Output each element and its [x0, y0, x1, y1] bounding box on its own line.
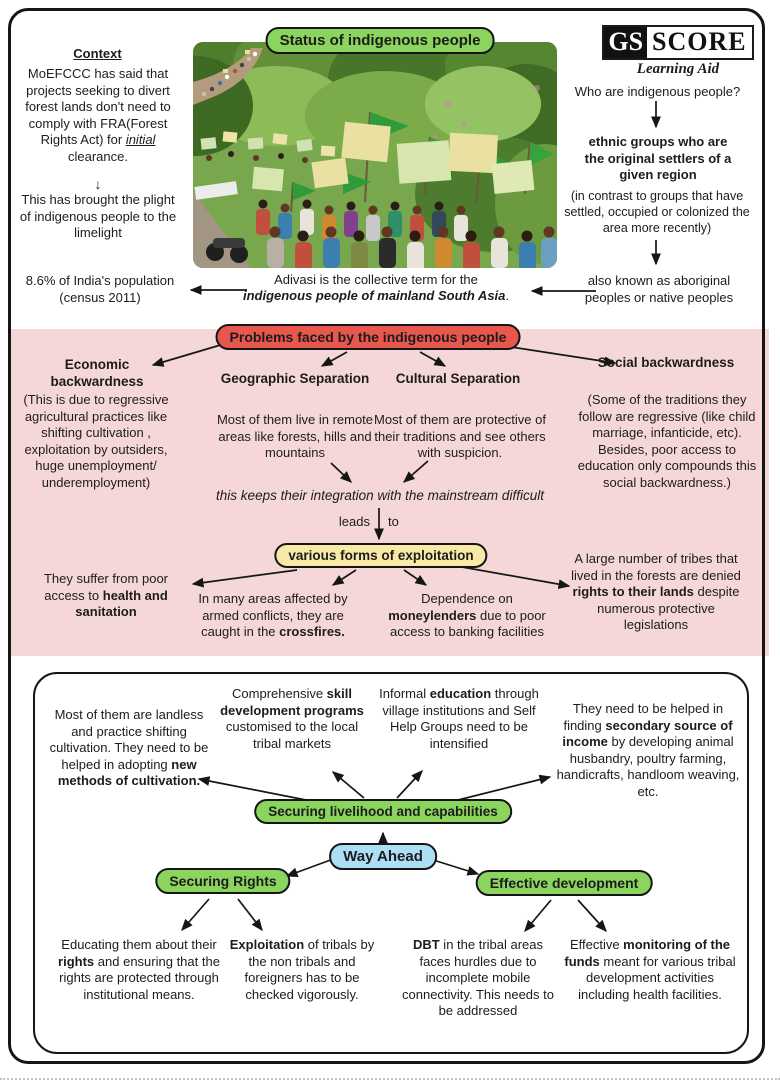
integration-note: this keeps their integration with the ma…: [216, 488, 544, 503]
context-body: MoEFCCC has said that projects seeking t…: [25, 66, 171, 164]
who-question: Who are indigenous people?: [574, 84, 741, 99]
protest-march-illustration: [193, 42, 557, 268]
who-aka: also known as aboriginal peoples or nati…: [584, 273, 734, 305]
problems-column-title-social: Social backwardness: [597, 355, 735, 370]
logo-tagline: Learning Aid: [636, 60, 720, 77]
livelihood-badge: Securing livelihood and capabilities: [254, 799, 512, 824]
population-stat: 8.6% of India's population (census 2011): [25, 273, 175, 305]
exploitation-item-land-rights: A large number of tribes that lived in t…: [571, 551, 741, 632]
securing-rights-badge: Securing Rights: [155, 868, 291, 894]
problems-column-body-cultural: Most of them are protective of their tra…: [374, 412, 546, 460]
context-heading: Context: [73, 46, 122, 61]
way-ahead-badge: Way Ahead: [329, 843, 437, 870]
leads-label: leads: [338, 514, 370, 529]
to-label: to: [388, 514, 399, 529]
logo-gs-text: GS: [604, 27, 648, 58]
problems-column-title-geographic: Geographic Separation: [220, 371, 370, 386]
exploitation-item-conflict: In many areas affected by armed conflict…: [198, 591, 348, 639]
development-item-monitoring: Effective monitoring of the funds meant …: [564, 937, 736, 1002]
problems-column-body-geographic: Most of them live in remote areas like f…: [216, 412, 374, 460]
protest-march-photo: [193, 42, 557, 268]
problems-column-title-cultural: Cultural Separation: [395, 371, 521, 386]
livelihood-item-skill: Comprehensive skill development programs…: [220, 686, 364, 751]
rights-item-exploitation: Exploitation of tribals by the non triba…: [229, 937, 375, 1002]
page-bottom-edge: [0, 1078, 780, 1080]
livelihood-item-education: Informal education through village insti…: [379, 686, 539, 751]
problems-column-title-economic: Economic backwardness: [50, 357, 144, 390]
exploitation-item-health: They suffer from poor access to health a…: [43, 571, 169, 619]
problems-section-background: [11, 329, 769, 656]
problems-badge: Problems faced by the indigenous people: [215, 324, 521, 350]
way-ahead-section-box: [33, 672, 749, 1054]
context-body2: This has brought the plight of indigenou…: [19, 192, 177, 240]
effective-development-badge: Effective development: [475, 870, 653, 896]
photo-caption-line1: Adivasi is the collective term for the: [274, 272, 478, 287]
exploitation-item-moneylenders: Dependence on moneylenders due to poor a…: [388, 591, 546, 639]
development-item-dbt: DBT in the tribal areas faces hurdles du…: [402, 937, 554, 1018]
who-definition: ethnic groups who are the original settl…: [584, 134, 732, 182]
logo-score-text: SCORE: [652, 27, 747, 56]
problems-column-body-social: (Some of the traditions they follow are …: [577, 392, 757, 490]
problems-column-body-economic: (This is due to regressive agricultural …: [23, 392, 169, 490]
rights-item-educating: Educating them about their rights and en…: [58, 937, 220, 1002]
livelihood-item-cultivation: Most of them are landless and practice s…: [49, 707, 209, 788]
exploitation-badge: various forms of exploitation: [274, 543, 488, 568]
livelihood-item-income: They need to be helped in finding second…: [556, 701, 740, 799]
down-arrow-icon: ↓: [94, 176, 102, 192]
who-contrast: (in contrast to groups that have settled…: [564, 189, 750, 235]
title-badge: Status of indigenous people: [265, 27, 495, 54]
photo-caption-line2: indigenous people of mainland South Asia…: [242, 288, 510, 303]
